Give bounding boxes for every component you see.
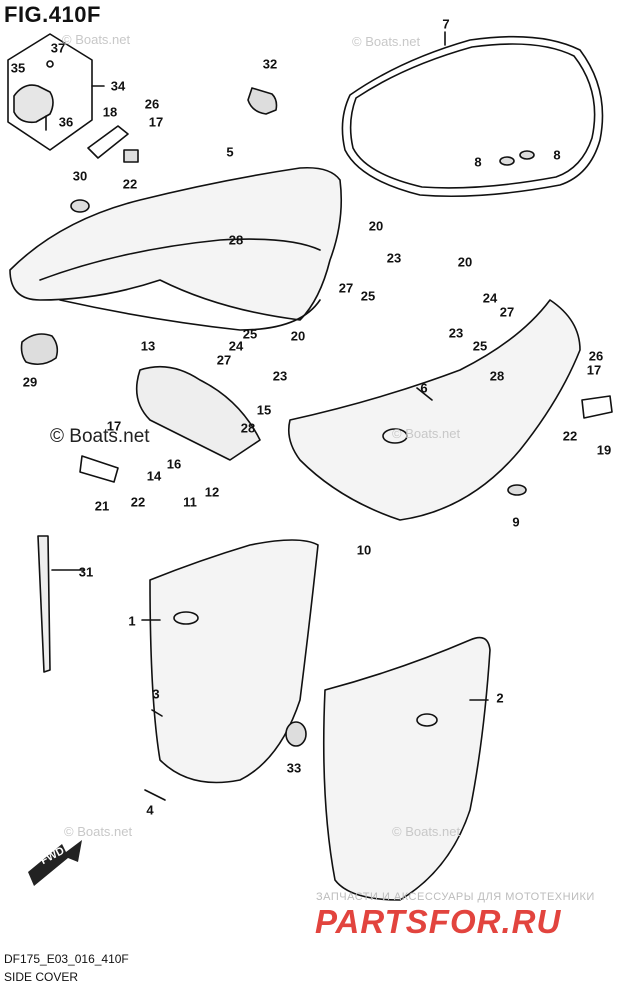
callout-34: 34 [110,78,126,94]
callout-21: 21 [94,498,110,514]
callout-9: 9 [512,514,520,530]
callout-24b: 24 [228,338,244,354]
callout-26b: 26 [588,348,604,364]
callout-28b: 28 [489,368,505,384]
cap-8a [499,156,515,166]
callout-28c: 28 [240,420,256,436]
cap-8b [519,150,535,160]
brand-logo-text: PARTSFOR.RU [315,903,562,940]
fwd-arrow [28,840,82,886]
callout-3: 3 [152,686,160,702]
callout-17a: 17 [148,114,164,130]
callout-19: 19 [596,442,612,458]
brand-tagline: ЗАПЧАСТИ И АКСЕССУАРЫ ДЛЯ МОТОТЕХНИКИ [316,891,595,903]
callout-22c: 22 [130,494,146,510]
callout-23c: 23 [272,368,288,384]
callout-8b: 8 [553,147,561,163]
callout-6: 6 [420,380,428,396]
callout-20c: 20 [290,328,306,344]
callout-16: 16 [166,456,182,472]
watermark-boats-2: © Boats.net [352,34,421,49]
callout-32: 32 [262,56,278,72]
callout-25a: 25 [360,288,376,304]
seal-7 [341,35,604,198]
lower-cover-6 [287,299,581,521]
latch-22a [123,149,139,163]
watermark-boats-5: © Boats.net [392,824,461,839]
callout-23a: 23 [386,250,402,266]
callout-30: 30 [72,168,88,184]
callout-23b: 23 [448,325,464,341]
callout-8a: 8 [474,154,482,170]
callout-33: 33 [286,760,302,776]
band-31 [37,535,51,673]
callout-25c: 25 [242,326,258,342]
callout-4: 4 [146,802,154,818]
callout-17b: 17 [586,362,602,378]
callout-35: 35 [10,60,26,76]
callout-7: 7 [442,16,450,32]
latch-18 [87,125,129,159]
callout-15: 15 [256,402,272,418]
handle-21 [79,455,119,483]
bracket-13 [135,365,261,461]
callout-14: 14 [146,468,162,484]
watermark-boats-dark: © Boats.net [50,426,150,447]
callout-10: 10 [356,542,372,558]
figure-code: DF175_E03_016_410F [4,952,129,966]
callout-17c: 17 [106,418,122,434]
kit-box-34 [7,33,93,151]
callout-11: 11 [183,494,197,510]
plug-9 [507,484,527,496]
callout-22a: 22 [122,176,138,192]
callout-1: 1 [128,613,136,629]
callout-22b: 22 [562,428,578,444]
callout-27c: 27 [216,352,232,368]
callout-13: 13 [140,338,156,354]
callout-2: 2 [496,690,504,706]
callout-31: 31 [78,564,94,580]
callout-24a: 24 [482,290,498,306]
callout-26a: 26 [144,96,160,112]
callout-37: 37 [50,40,66,56]
callout-12: 12 [204,484,220,500]
watermark-boats-1: © Boats.net [62,32,131,47]
plug-30 [70,199,90,213]
callout-25b: 25 [472,338,488,354]
lower-cover-2 [322,636,491,901]
watermark-boats-4: © Boats.net [64,824,133,839]
callout-27b: 27 [499,304,515,320]
callout-29: 29 [22,374,38,390]
grommet-33 [285,721,307,747]
handle-19 [581,395,613,419]
boot-35 [13,84,54,124]
callout-18: 18 [102,104,118,120]
grommet-32 [247,87,278,115]
callout-36: 36 [58,114,74,130]
callout-20a: 20 [368,218,384,234]
callout-5: 5 [226,144,234,160]
figure-title: FIG.410F [4,2,101,27]
grommet-29 [20,333,59,366]
callout-27a: 27 [338,280,354,296]
upper-cover-5 [9,166,343,321]
lower-cover-1 [149,539,319,784]
watermark-boats-3: © Boats.net [392,426,461,441]
callout-28a: 28 [228,232,244,248]
callout-20b: 20 [457,254,473,270]
figure-subtitle: SIDE COVER [4,970,79,984]
